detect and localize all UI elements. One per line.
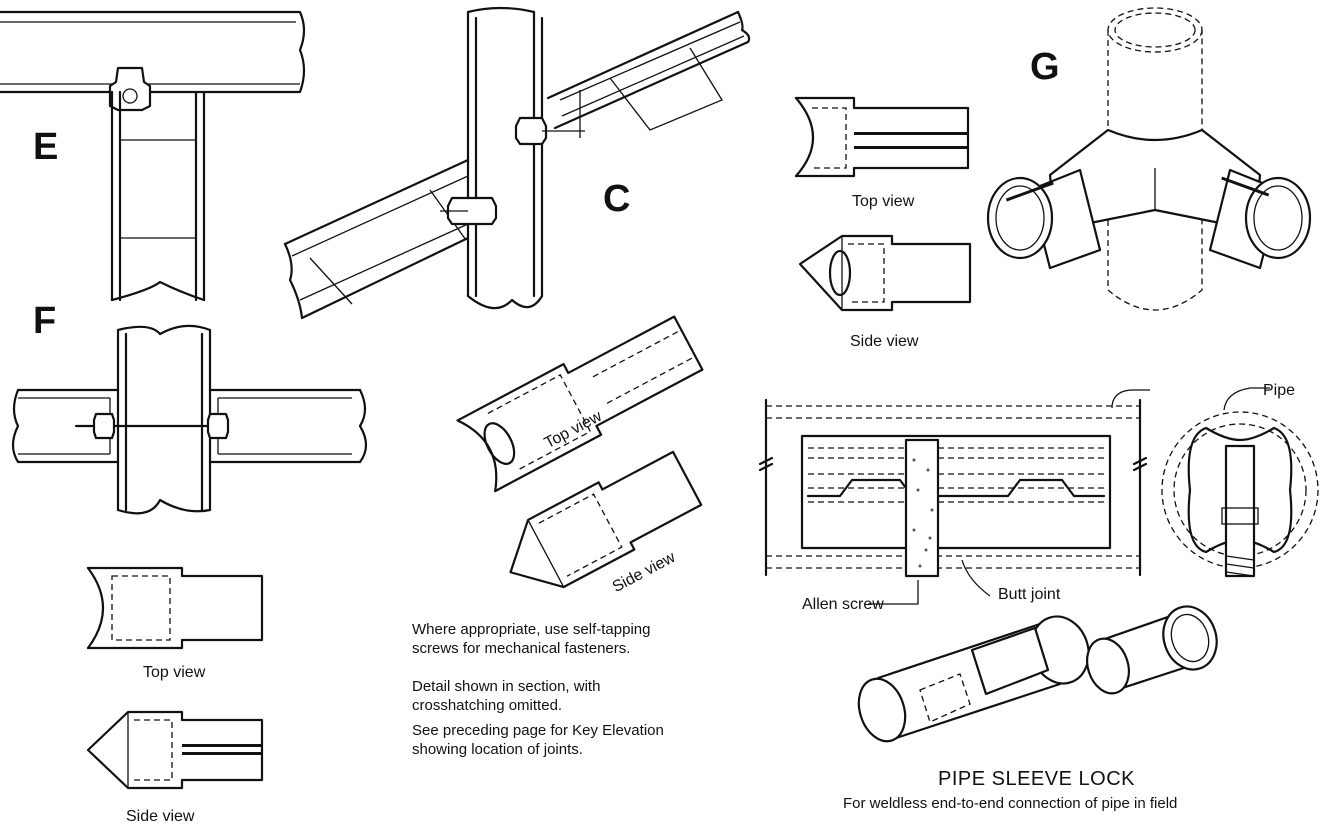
g-side-view-drawing — [798, 234, 972, 312]
f-top-view-drawing — [86, 566, 264, 650]
detail-label-f: F — [33, 300, 57, 342]
note-2: Detail shown in section, with crosshatch… — [412, 678, 601, 714]
sleeve-lock-perspective-drawing — [857, 605, 1218, 743]
g-top-view-drawing — [794, 96, 970, 178]
note-1: Where appropriate, use self-tapping scre… — [412, 621, 651, 657]
butt-joint-label: Butt joint — [998, 586, 1061, 603]
g-top-view-label: Top view — [852, 193, 915, 210]
g-side-view-label: Side view — [850, 333, 919, 350]
f-top-view-label: Top view — [143, 664, 206, 681]
detail-c-drawing — [283, 6, 751, 320]
c-top-view-drawing — [456, 315, 704, 493]
note-3: See preceding page for Key Elevation sho… — [412, 722, 664, 758]
f-side-view-drawing — [86, 710, 264, 790]
detail-e-drawing — [0, 10, 306, 302]
pipe-label: Pipe — [1263, 382, 1296, 399]
detail-f-drawing — [11, 324, 368, 515]
detail-g-drawing — [986, 7, 1312, 311]
sleeve-lock-title: PIPE SLEEVE LOCK — [938, 768, 1135, 790]
detail-label-c: C — [603, 178, 631, 220]
sleeve-lock-subtitle: For weldless end-to-end connection of pi… — [843, 795, 1178, 812]
sleeve-lock-cross-section-drawing — [1161, 387, 1319, 578]
allen-screw-label: Allen screw — [802, 596, 884, 613]
f-side-view-label: Side view — [126, 808, 195, 825]
detail-label-e: E — [33, 126, 59, 168]
detail-label-g: G — [1030, 46, 1060, 88]
sleeve-lock-section-drawing — [758, 389, 1150, 605]
c-side-view-drawing — [509, 450, 703, 589]
